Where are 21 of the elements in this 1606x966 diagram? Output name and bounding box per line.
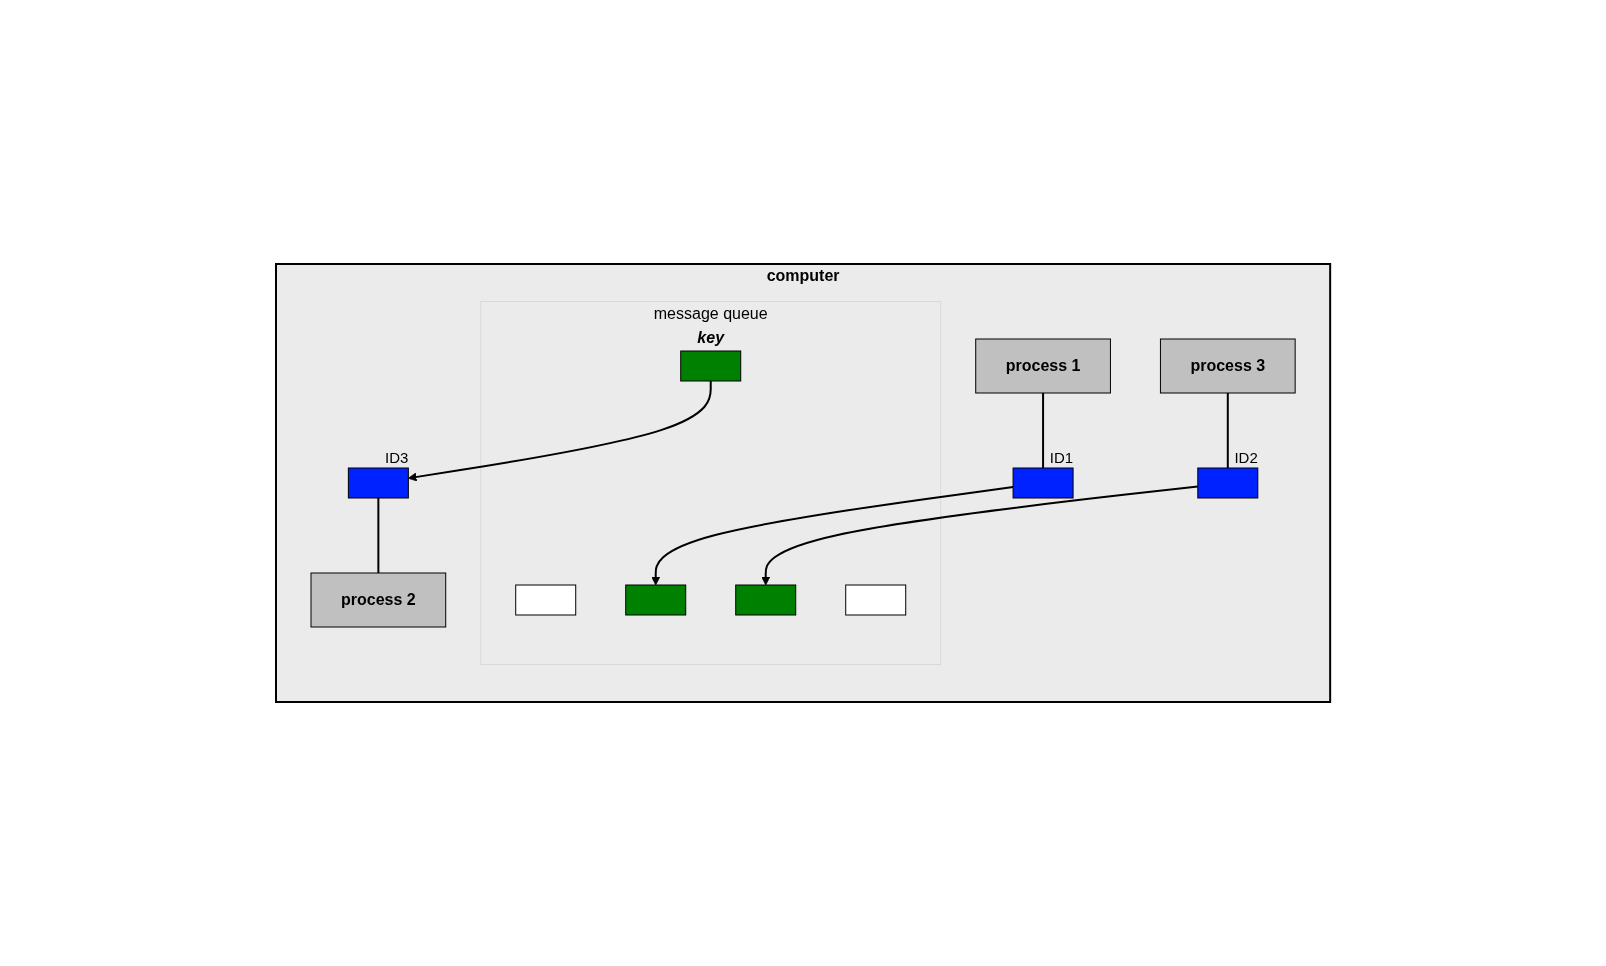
node-box — [625, 584, 687, 616]
port-label: ID2 — [1234, 449, 1258, 466]
node-box — [680, 350, 742, 382]
arrow — [761, 485, 1199, 586]
node-box: process 3 — [1159, 338, 1296, 394]
node-box — [845, 584, 907, 616]
node-box: process 2 — [310, 572, 447, 628]
arrow — [407, 380, 712, 482]
arrow — [651, 486, 1014, 586]
node-box — [735, 584, 797, 616]
cluster: message queue key — [480, 301, 942, 665]
connector — [377, 497, 380, 574]
node-box — [1197, 467, 1259, 499]
node-box: process 1 — [975, 338, 1111, 394]
connector — [1226, 392, 1229, 469]
node-box — [1012, 467, 1074, 499]
port-label: ID3 — [384, 449, 409, 466]
connector — [1042, 392, 1044, 469]
node-box — [515, 584, 577, 616]
node-box — [347, 467, 409, 499]
port-label: ID1 — [1049, 449, 1073, 466]
